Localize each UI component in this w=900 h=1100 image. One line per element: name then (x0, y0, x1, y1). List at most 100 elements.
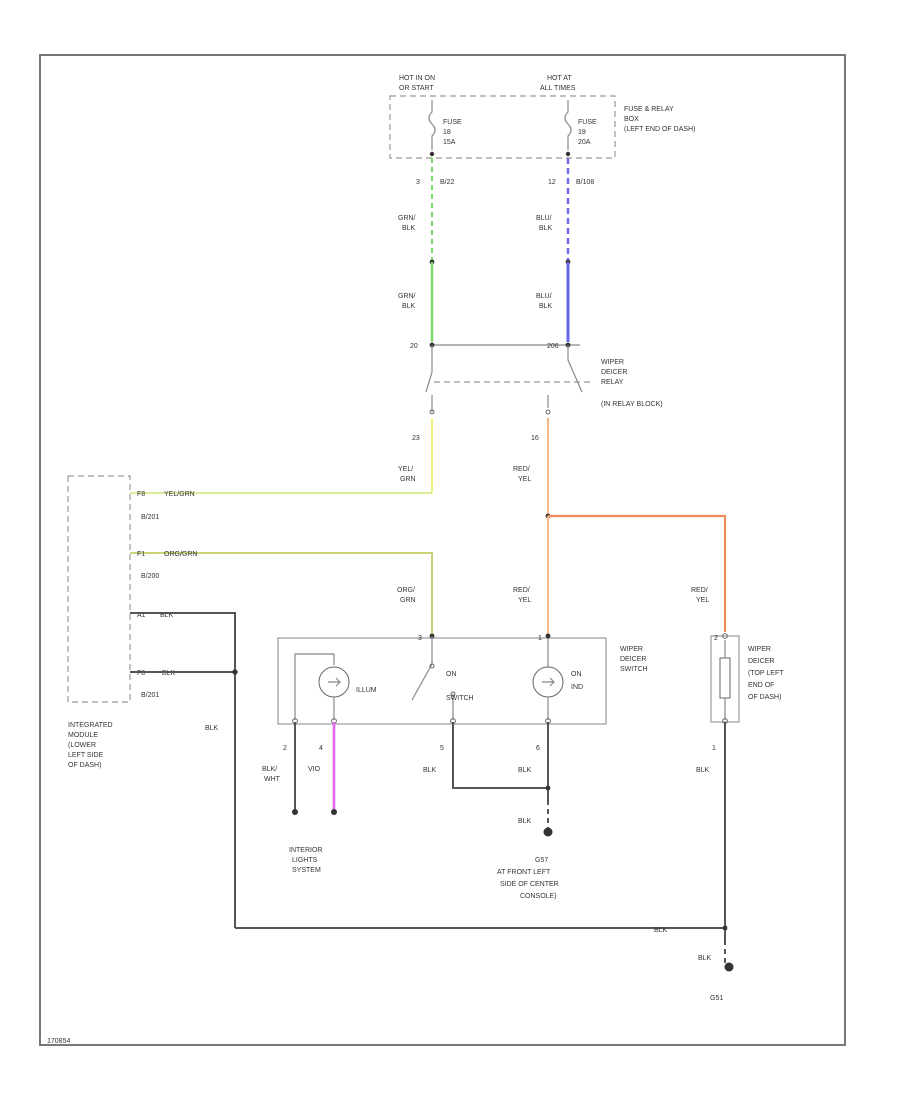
vio-label: VIO (308, 766, 321, 773)
interior-connector-dot-2 (331, 809, 337, 815)
deicer-label-5: OF DASH) (748, 694, 781, 701)
ground-g57-label-2: SIDE OF CENTER (500, 881, 559, 888)
fuse-left-label-3: 15A (443, 139, 456, 146)
fuse-box-label-1: FUSE & RELAY (624, 106, 674, 113)
interior-label-1: INTERIOR (289, 847, 322, 854)
blk-left-label: BLK (205, 725, 219, 732)
module-pin1: F8 (137, 491, 145, 498)
red-yel-label-2: YEL (518, 476, 531, 483)
fuse-box-outline (389, 95, 616, 159)
module-outline (67, 475, 131, 703)
relay-label-1: WIPER (601, 359, 624, 366)
grn-blk-label-b-1: GRN/ (398, 293, 416, 300)
blk-wht-label-1: BLK/ (262, 766, 277, 773)
red-yel-label-c-2: YEL (696, 597, 709, 604)
switch-label-1: WIPER (620, 646, 643, 653)
blk-mid-label-a: BLK (423, 767, 437, 774)
fuse-19-terminal (565, 151, 571, 157)
blk-wire-switch-5 (452, 722, 548, 789)
module-label-3: (LOWER (68, 742, 96, 749)
right-connector-pin: 12 (548, 179, 556, 186)
fuse-right-label-1: FUSE (578, 119, 597, 126)
org-grn-wire (130, 552, 433, 636)
blu-blk-label-2: BLK (539, 225, 553, 232)
blk-module-junction (232, 669, 238, 675)
relay-coil-lead (567, 345, 583, 393)
grn-blk-label-2: BLK (402, 225, 416, 232)
interior-label-3: SYSTEM (292, 867, 321, 874)
org-grn-label-2: GRN (400, 597, 416, 604)
integrated-module: F8 YEL/GRN B/201 F1 ORG/GRN B/200 A1 BLK… (67, 475, 197, 769)
deicer-heater-icon (719, 657, 731, 699)
deicer-pin-2: 2 (714, 635, 718, 642)
illum-label: ILLUM (356, 687, 377, 694)
module-pin4: F6 (137, 670, 145, 677)
wiper-deicer-switch: 3 1 ILLUM ON SWITCH ON IND WIPER DEICER … (277, 633, 648, 725)
switch-pin-3: 3 (418, 635, 422, 642)
module-pin2: F1 (137, 551, 145, 558)
blk-g57-label: BLK (518, 818, 532, 825)
hot-left-line-1: HOT IN ON (399, 75, 435, 82)
module-pin3: A1 (137, 612, 146, 619)
red-yel-label-b-2: YEL (518, 597, 531, 604)
blu-blk-label-1: BLU/ (536, 215, 552, 222)
module-pin2-conn: B/200 (141, 573, 159, 580)
deicer-label-1: WIPER (748, 646, 771, 653)
blk-right-label: BLK (696, 767, 710, 774)
module-pin4-wire: BLK (162, 670, 176, 677)
fuse-left-label-1: FUSE (443, 119, 462, 126)
ground-g51: G51 (710, 962, 734, 1002)
blk-g51-label: BLK (698, 955, 712, 962)
wiper-deicer-element: 2 1 WIPER DEICER (TOP LEFT END OF OF DAS… (710, 633, 784, 752)
module-pin1-conn: B/201 (141, 514, 159, 521)
switch-pin-2: 2 (283, 745, 287, 752)
blk-g51-junction (722, 925, 728, 931)
illum-wiring (294, 653, 335, 720)
blu-blk-label-b-1: BLU/ (536, 293, 552, 300)
module-label-4: LEFT SIDE (68, 752, 104, 759)
switch-label-2: DEICER (620, 656, 646, 663)
interior-label-2: LIGHTS (292, 857, 318, 864)
illum-filament (328, 677, 341, 687)
deicer-label-3: (TOP LEFT (748, 670, 784, 677)
relay-label-4: (IN RELAY BLOCK) (601, 401, 663, 408)
fuse-18-symbol (428, 100, 436, 150)
fuse-box-label-3: (LEFT END OF DASH) (624, 126, 695, 133)
module-label-2: MODULE (68, 732, 98, 739)
switch-pin-1: 1 (538, 635, 542, 642)
fuse-left-label-2: 18 (443, 129, 451, 136)
red-yel-label-1: RED/ (513, 466, 530, 473)
blk-wire-module-a1 (130, 612, 236, 928)
deicer-top-terminal (722, 633, 728, 639)
yel-grn-label-2: GRN (400, 476, 416, 483)
hot-right-line-1: HOT AT (547, 75, 572, 82)
on-switch-terminal (429, 663, 435, 669)
relay-pin-left: 20 (410, 343, 418, 350)
blk-wht-label-2: WHT (264, 776, 281, 783)
fuse-right-label-2: 19 (578, 129, 586, 136)
module-label-1: INTEGRATED (68, 722, 113, 729)
ground-g57-label-1: AT FRONT LEFT (497, 869, 551, 876)
right-connector-id: B/108 (576, 179, 594, 186)
fuse-right-label-3: 20A (578, 139, 591, 146)
module-label-5: OF DASH) (68, 762, 101, 769)
org-grn-label-1: ORG/ (397, 587, 415, 594)
switch-pin-4: 4 (319, 745, 323, 752)
deicer-label-2: DEICER (748, 658, 774, 665)
blk-mid-label-b: BLK (518, 767, 532, 774)
blk-switch-junction (545, 785, 551, 791)
hot-right-line-2: ALL TIMES (540, 85, 576, 92)
diagram-frame (39, 54, 846, 1046)
deicer-label-4: END OF (748, 682, 774, 689)
relay-contact-left (425, 345, 433, 412)
module-pin4-conn: B/201 (141, 692, 159, 699)
fuse-19-symbol (564, 100, 572, 150)
ground-g57: G57 AT FRONT LEFT SIDE OF CENTER CONSOLE… (497, 827, 559, 900)
relay-terminal-16 (545, 409, 551, 415)
relay-label-2: DEICER (601, 369, 627, 376)
diagram-code: 170854 (47, 1038, 70, 1045)
switch-pin-5: 5 (440, 745, 444, 752)
deicer-pin-1: 1 (712, 745, 716, 752)
relay-label-3: RELAY (601, 379, 624, 386)
